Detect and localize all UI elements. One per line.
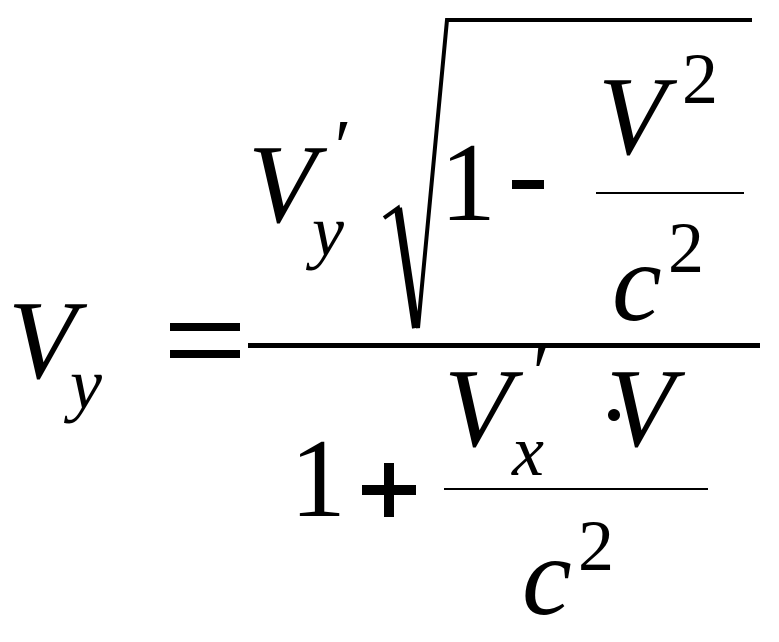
lhs-sub-y: y: [63, 344, 102, 424]
root-fraction-bar: [596, 192, 744, 194]
main-fraction-bar: [248, 343, 760, 348]
den-one: 1: [290, 417, 346, 541]
den-dot: [608, 409, 620, 421]
root-frac-num-V: V: [598, 55, 678, 179]
root-frac-num-exp: 2: [682, 39, 718, 119]
root-frac-den-c: c: [612, 221, 662, 345]
den-frac-den-exp: 2: [578, 506, 614, 586]
den-frac-den-c: c: [522, 515, 572, 639]
den-fraction-bar: [444, 488, 708, 490]
root-minus: [512, 180, 544, 189]
den-frac-num-sub-x: x: [511, 411, 544, 491]
root-one: 1: [440, 121, 496, 245]
den-frac-num-prime: ′: [528, 331, 546, 415]
equals-sign-bottom: [170, 350, 240, 358]
num-V: V: [248, 123, 328, 247]
num-prime: ′: [330, 105, 348, 189]
den-frac-num-V: V: [444, 347, 524, 471]
num-sub-y: y: [305, 191, 344, 271]
root-frac-den-exp: 2: [668, 208, 704, 288]
sqrt-symbol: [382, 18, 752, 329]
den-frac-num-V2: V: [606, 347, 686, 471]
equals-sign-top: [170, 323, 240, 331]
den-plus-v: [384, 463, 394, 517]
lhs-V: V: [8, 279, 88, 403]
